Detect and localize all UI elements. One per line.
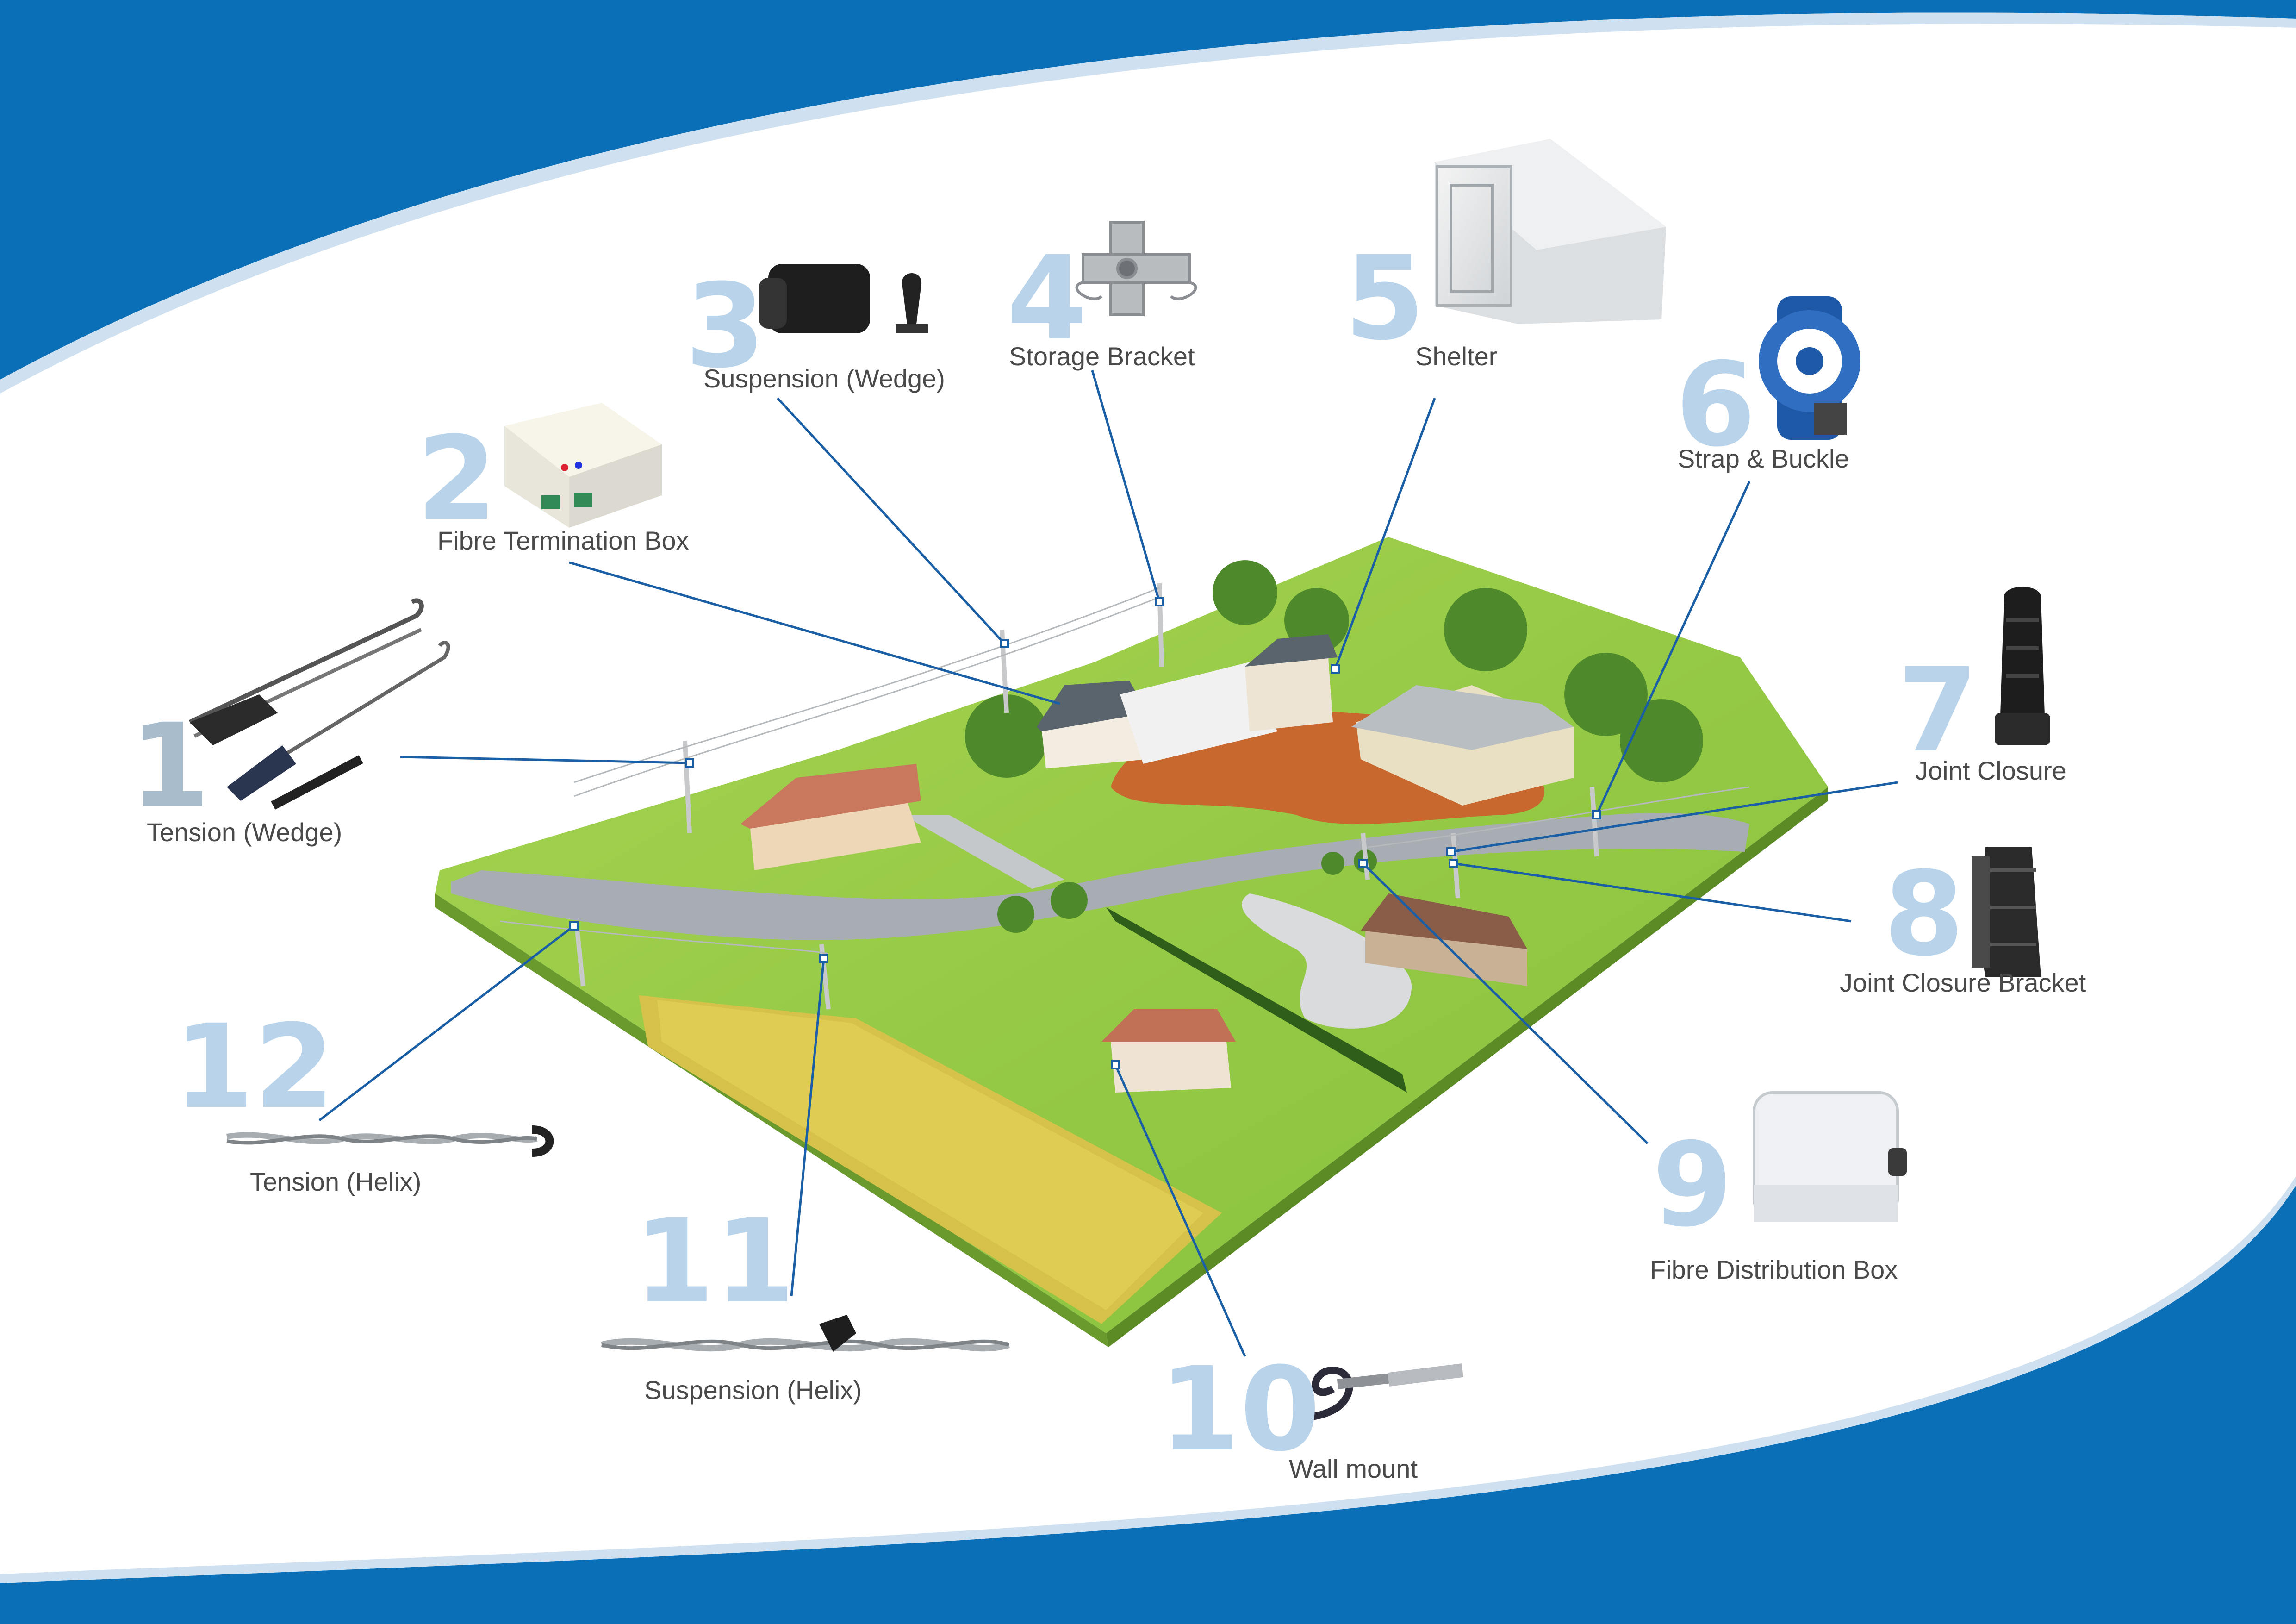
suspension-wedge-clamp-icon: [759, 264, 928, 333]
house-top: [1037, 681, 1148, 768]
item-number-4: 4: [1007, 231, 1087, 366]
item-number-1: 1: [130, 699, 210, 833]
leader-line-6: [1595, 481, 1751, 816]
item-label-4: Storage Bracket: [1009, 342, 1195, 371]
item-label-2: Fibre Termination Box: [437, 526, 689, 555]
fibre-termination-box-icon: [504, 403, 662, 528]
house-left: [740, 764, 921, 870]
storage-bracket-icon: [1075, 221, 1197, 316]
leader-anchors: [569, 597, 1601, 1069]
item-label-6: Strap & Buckle: [1678, 444, 1849, 473]
blue-swoosh-bottom: [0, 1176, 2296, 1624]
leader-line-5: [1334, 398, 1436, 669]
item-number-11: 11: [634, 1194, 795, 1329]
item-label-8: Joint Closure Bracket: [1840, 968, 2086, 997]
strap-reel-icon: [1759, 296, 1860, 440]
leader-lines: [318, 370, 1898, 1357]
item-number-3: 3: [685, 259, 765, 394]
joint-closure-icon: [1995, 587, 2050, 745]
leader-line-1: [400, 756, 690, 764]
leader-line-4: [1091, 370, 1161, 602]
leader-line-10: [1114, 1064, 1246, 1357]
utility-poles: [574, 583, 1599, 1010]
item-number-7: 7: [1898, 643, 1978, 778]
item-label-9: Fibre Distribution Box: [1650, 1255, 1898, 1284]
item-number-10: 10: [1159, 1342, 1320, 1477]
item-number-12: 12: [174, 999, 335, 1134]
leader-line-11: [790, 958, 825, 1297]
stable-yard: [1120, 634, 1338, 764]
item-number-2: 2: [417, 412, 497, 546]
leader-line-7: [1450, 781, 1898, 853]
leader-line-9: [1362, 862, 1649, 1144]
item-number-6: 6: [1675, 337, 1756, 472]
leader-line-3: [777, 397, 1005, 644]
shelter-container-icon: [1435, 139, 1666, 324]
house-bottom: [1101, 1009, 1236, 1093]
farmhouse-right: [1361, 893, 1527, 986]
leader-line-2: [569, 561, 1060, 705]
wall-mount-hook-icon: [1309, 1363, 1463, 1420]
item-label-5: Shelter: [1415, 342, 1498, 371]
joint-closure-bracket-icon: [1972, 847, 2041, 977]
tension-wedge-clamp-icon: [188, 598, 450, 810]
item-number-9: 9: [1652, 1118, 1733, 1252]
blue-swoosh-top: [0, 0, 2296, 394]
tension-helix-icon: [226, 1125, 554, 1157]
item-label-7: Joint Closure: [1915, 756, 2066, 785]
leader-line-12: [318, 925, 575, 1121]
fibre-distribution-box-icon: [1753, 1091, 1907, 1222]
item-label-1: Tension (Wedge): [147, 818, 342, 847]
item-label-3: Suspension (Wedge): [703, 364, 945, 393]
item-label-11: Suspension (Helix): [644, 1375, 862, 1405]
item-number-5: 5: [1344, 231, 1425, 366]
item-number-8: 8: [1884, 847, 1964, 981]
item-label-10: Wall mount: [1289, 1454, 1418, 1483]
suspension-helix-icon: [601, 1315, 1010, 1352]
barn-shed: [1351, 685, 1574, 806]
buildings: [740, 634, 1574, 1093]
item-label-12: Tension (Helix): [250, 1167, 422, 1196]
leader-line-8: [1453, 862, 1852, 923]
